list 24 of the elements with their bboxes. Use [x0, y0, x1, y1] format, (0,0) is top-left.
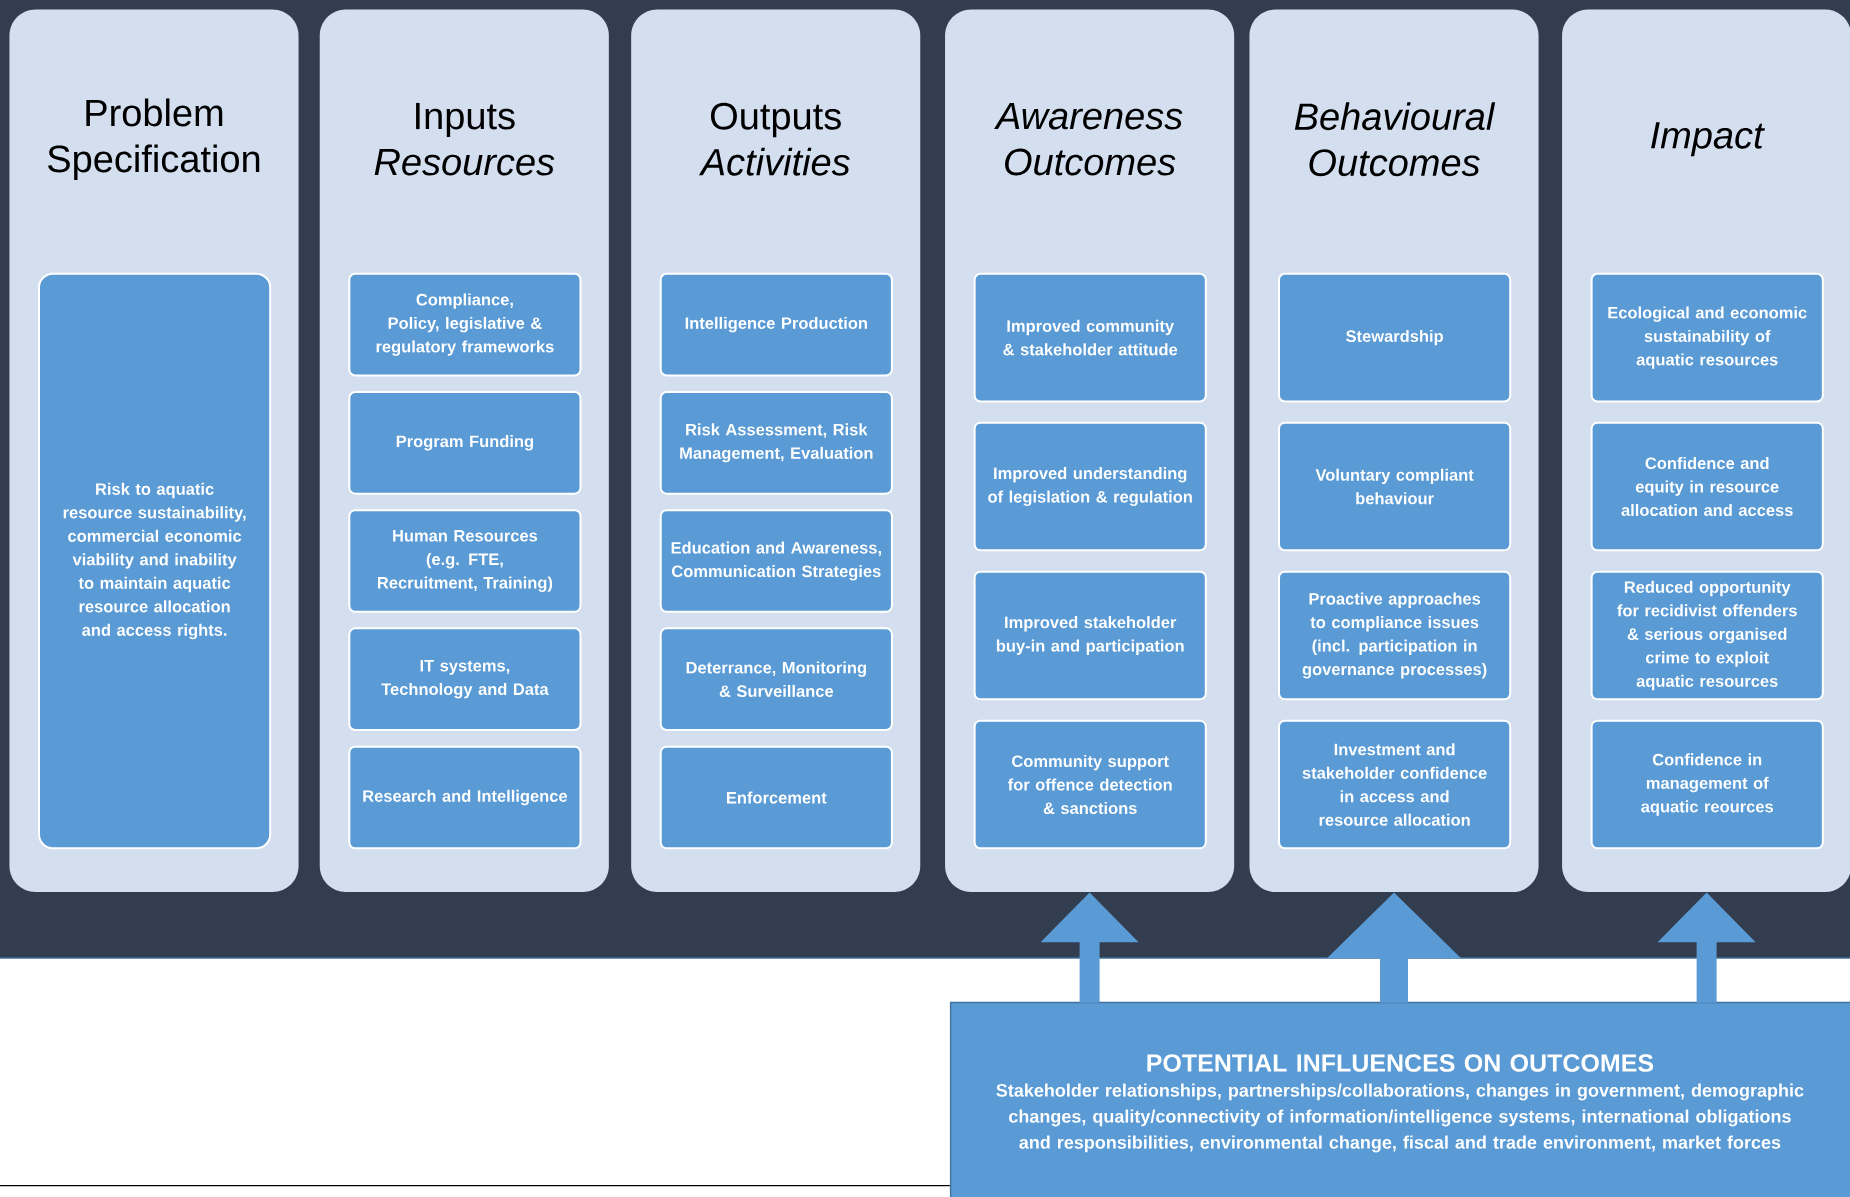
text-box: Reduced opportunity for recidivist offenders & serious organised crime to exploit aquatic resources [1590, 570, 1824, 701]
text-box: Voluntary compliant behaviour [1278, 421, 1512, 552]
influences-box: POTENTIAL INFLUENCES ON OUTCOMES Stakeholder relationships, partnerships/collaborations, changes in government, demographic changes, quality/connectivity of information/intelligence systems, international obligations and responsibilities, environmental change, fiscal and trade environment, market forces [949, 1001, 1850, 1197]
text-box: Enforcement [659, 745, 893, 850]
text-box: Compliance, Policy, legislative & regulatory frameworks [348, 272, 582, 377]
text-box: IT systems, Technology and Data [348, 627, 582, 732]
text-box: Community support for offence detection & sanctions [973, 719, 1207, 850]
text-box: Confidence in management of aquatic reources [1590, 719, 1824, 850]
text-box: Risk to aquatic resource sustainability, commercial economic viability and inability to maintain aquatic resource allocation and access rights. [38, 272, 272, 850]
text-box: Education and Awareness, Communication Strategies [659, 509, 893, 613]
text-box: Improved community & stakeholder attitude [973, 272, 1207, 403]
text-box: Intelligence Production [659, 272, 893, 377]
text-box: Human Resources (e.g. FTE, Recruitment, Training) [348, 509, 582, 613]
text-box: Research and Intelligence [348, 745, 582, 850]
text-box: Confidence and equity in resource allocation and access [1590, 421, 1824, 552]
text-box: Improved understanding of legislation & regulation [973, 421, 1207, 552]
text-box: Program Funding [348, 390, 582, 495]
text-box: Proactive approaches to compliance issues (incl. participation in governance processes) [1278, 570, 1512, 701]
text-box: Improved stakeholder buy-in and participation [973, 570, 1207, 701]
text-box: Ecological and economic sustainability of aquatic resources [1590, 272, 1824, 403]
text-box: Investment and stakeholder confidence in access and resource allocation [1278, 719, 1512, 850]
text-box: Stewardship [1278, 272, 1512, 403]
text-box: Deterrance, Monitoring & Surveillance [659, 627, 893, 732]
text-box: Risk Assessment, Risk Management, Evaluation [659, 390, 893, 495]
